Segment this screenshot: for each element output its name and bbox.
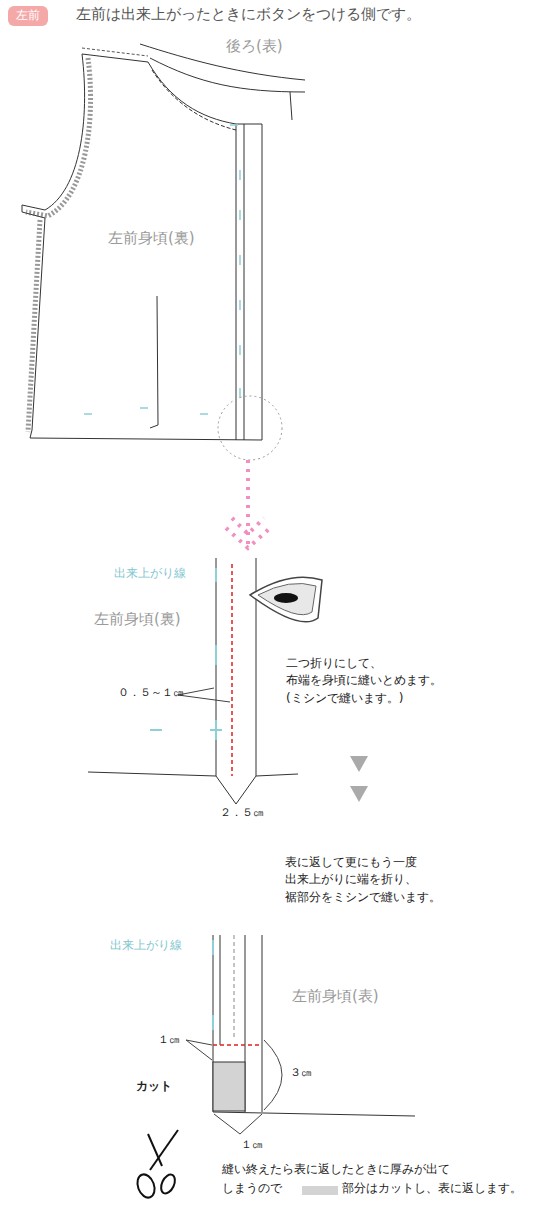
line-name: 出来上がり線 <box>110 938 182 954</box>
dimension: １㎝ <box>158 1033 180 1047</box>
overlock <box>28 220 40 432</box>
pink-arrowhead <box>226 518 270 548</box>
next-step-arrow <box>350 756 368 802</box>
fold-line <box>150 296 158 428</box>
stitch-line <box>213 1044 262 1046</box>
leader-line <box>214 1114 262 1134</box>
back-line <box>290 92 292 120</box>
armhole <box>22 54 85 212</box>
placket-edges <box>213 935 262 1112</box>
instruction-note: 部分はカットし、表に返します。 <box>342 1181 522 1197</box>
callout: カット <box>136 1079 172 1095</box>
dimension: ０．５～１㎝ <box>118 686 184 700</box>
instruction-note: 縫い終えたら表に返したときに厚みが出て <box>222 1162 450 1178</box>
overlock <box>26 58 91 216</box>
placket-top <box>236 124 262 125</box>
badge: 左前 <box>8 6 48 26</box>
leader-line <box>178 688 230 702</box>
dimension: １㎝ <box>241 1138 263 1152</box>
scissors-icon <box>134 1130 178 1200</box>
part-name: 後ろ(表) <box>226 37 283 57</box>
hem-line <box>213 1112 415 1116</box>
stitch-line <box>231 564 233 776</box>
dimension-bracket <box>264 1040 282 1110</box>
heading: 左前は出来上がったときにボタンをつける側です。 <box>76 5 421 25</box>
neckline-stitch <box>152 70 236 130</box>
neckline <box>148 62 236 124</box>
instruction-note: 二つ折りにして、 布端を身頃に縫いとめます。 (ミシンで縫います。) <box>286 655 442 707</box>
part-name: 左前身頃(裏) <box>108 229 195 249</box>
cut-area <box>213 1062 245 1111</box>
badge-text: 左前 <box>8 8 48 24</box>
detail-circle <box>218 396 282 460</box>
part-name: 左前身頃(表) <box>292 987 379 1007</box>
instruction-note: しまうので <box>222 1181 282 1197</box>
dimension: ２．５㎝ <box>220 806 264 820</box>
instruction-note: 表に返して更にもう一度 出来上がりに端を折り、 裾部分をミシンで縫います。 <box>285 854 441 906</box>
iron-icon <box>250 577 322 622</box>
hem-line <box>88 772 298 776</box>
stitch-line <box>234 935 235 1040</box>
cut-area-sample <box>302 1186 338 1195</box>
line-name: 出来上がり線 <box>114 566 186 582</box>
part-name: 左前身頃(裏) <box>94 610 181 630</box>
side-seam <box>22 212 45 438</box>
dimension: ３㎝ <box>290 1066 312 1080</box>
back-edge <box>150 58 305 92</box>
leader-line <box>186 1040 212 1060</box>
hem <box>30 438 262 440</box>
shoulder-stitch <box>82 48 148 56</box>
